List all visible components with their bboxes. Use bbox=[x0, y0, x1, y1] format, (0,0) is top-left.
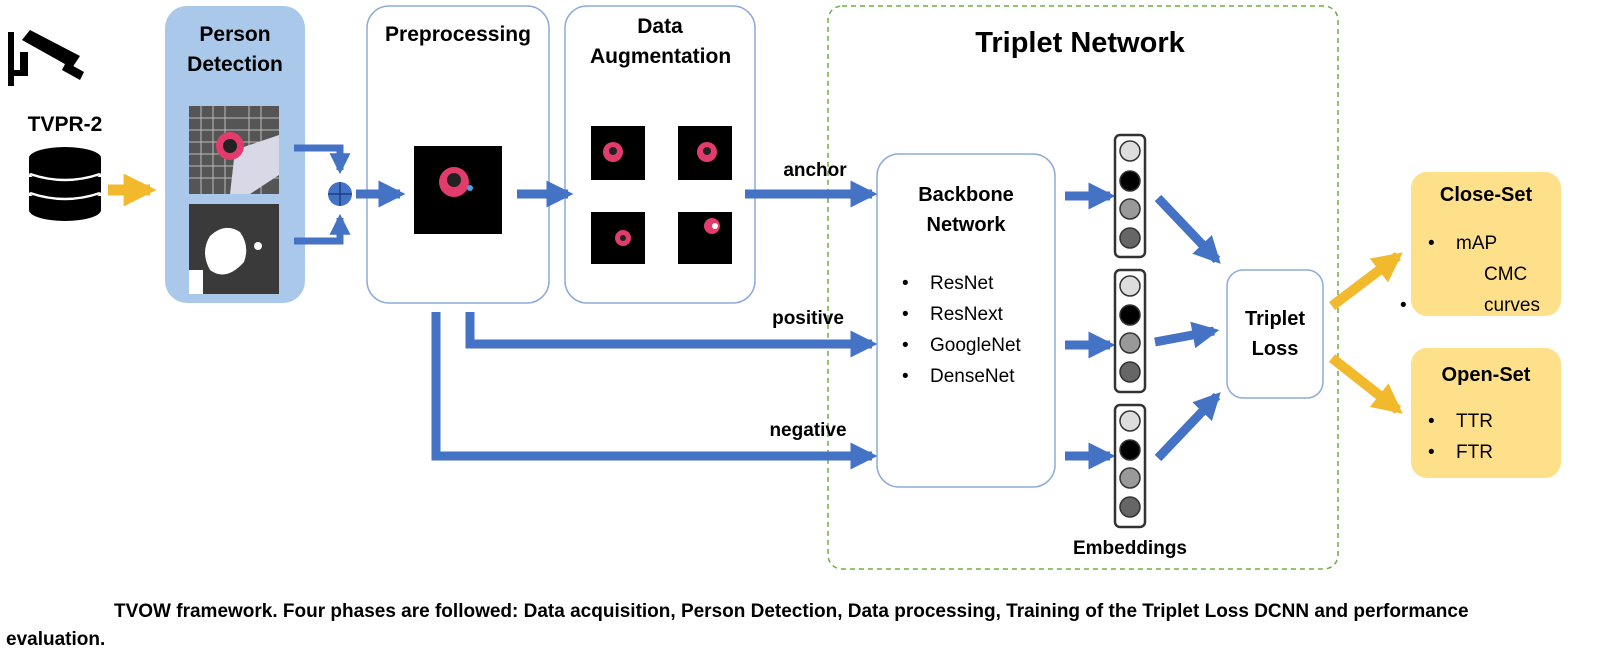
preprocessing-label: Preprocessing bbox=[385, 23, 531, 46]
anchor-label: anchor bbox=[783, 160, 847, 181]
negative-label: negative bbox=[769, 420, 847, 441]
augmented-image-2 bbox=[678, 126, 732, 180]
close-set-item: CMC curves bbox=[1428, 259, 1554, 321]
backbone-item: GoogleNet bbox=[902, 330, 1062, 361]
caption-text: TVOW framework. Four phases are followed… bbox=[6, 601, 1469, 650]
augmentation-label: Data Augmentation bbox=[590, 15, 732, 68]
backbone-item: ResNext bbox=[902, 299, 1062, 330]
embeddings-label: Embeddings bbox=[1072, 538, 1187, 559]
rgb-frame-image bbox=[189, 106, 279, 194]
dataset-label: TVPR-2 bbox=[27, 113, 103, 136]
positive-label: positive bbox=[772, 308, 844, 329]
preprocessed-image bbox=[414, 146, 502, 234]
augmented-image-3 bbox=[591, 212, 645, 264]
positive-arrow bbox=[465, 312, 878, 358]
backbone-item: ResNet bbox=[902, 268, 1062, 299]
close-set-list: mAP CMC curves bbox=[1428, 228, 1554, 321]
negative-arrow bbox=[431, 312, 878, 470]
backbone-item: DenseNet bbox=[902, 361, 1062, 392]
open-set-list: TTR FTR bbox=[1428, 406, 1554, 468]
backbone-title: Backbone Network bbox=[918, 184, 1014, 236]
embedding-anchor bbox=[1113, 133, 1147, 259]
database-icon bbox=[29, 147, 101, 221]
augmented-image-1 bbox=[591, 126, 645, 180]
triplet-loss-panel bbox=[1226, 269, 1324, 399]
figure-caption: TVOW framework. Four phases are followed… bbox=[6, 598, 1546, 654]
cctv-camera-icon bbox=[8, 30, 84, 86]
triplet-loss-label: Triplet Loss bbox=[1244, 308, 1305, 360]
embedding-negative bbox=[1113, 403, 1147, 529]
open-set-title: Open-Set bbox=[1441, 364, 1531, 386]
fusion-node bbox=[328, 182, 352, 206]
depth-frame-image bbox=[189, 204, 279, 294]
open-set-item: FTR bbox=[1428, 437, 1554, 468]
embedding-positive bbox=[1113, 268, 1147, 394]
triplet-network-title: Triplet Network bbox=[975, 27, 1185, 59]
open-set-item: TTR bbox=[1428, 406, 1554, 437]
close-set-title: Close-Set bbox=[1439, 184, 1533, 206]
person-detection-label: Person Detection bbox=[187, 23, 283, 76]
close-set-item: mAP bbox=[1428, 228, 1554, 259]
backbone-list: ResNet ResNext GoogleNet DenseNet bbox=[902, 268, 1062, 392]
augmented-image-4 bbox=[678, 212, 732, 264]
